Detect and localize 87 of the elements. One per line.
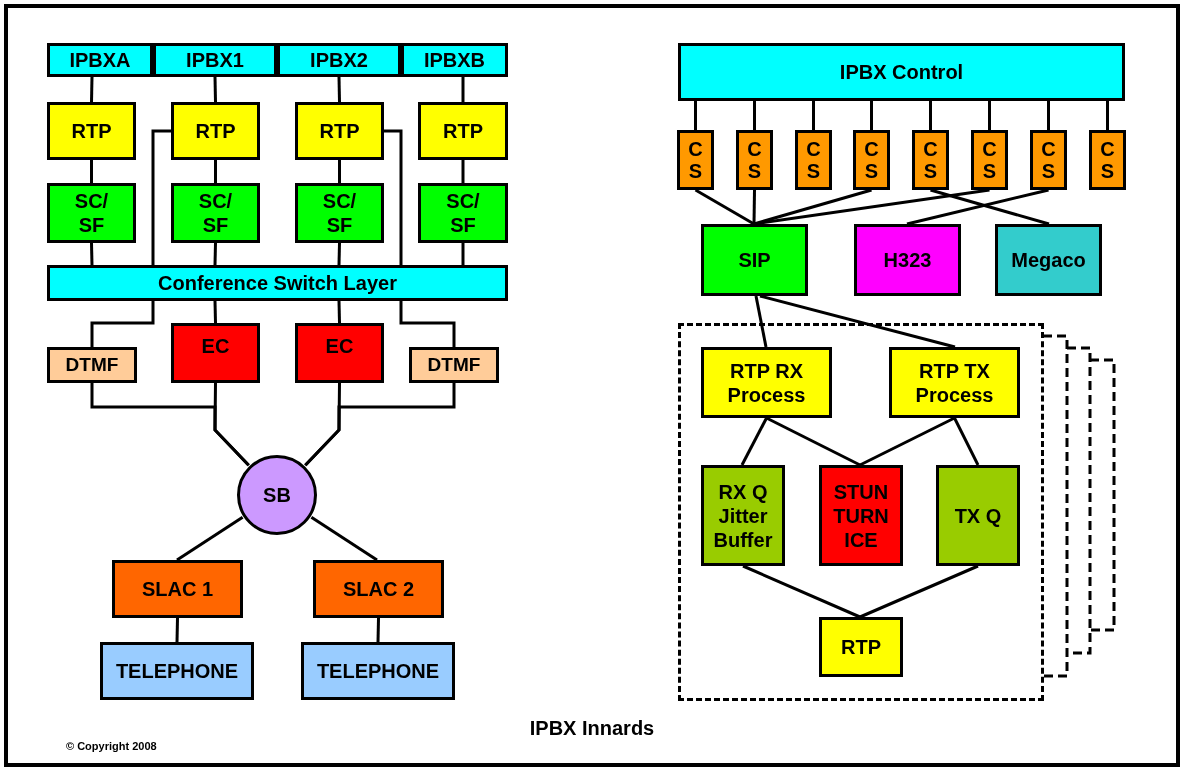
connector-line — [812, 101, 815, 130]
connector-line — [753, 101, 756, 130]
telephone-box: TELEPHONE — [100, 642, 254, 700]
connector-line — [376, 617, 380, 643]
connector-line — [213, 300, 217, 324]
connector-line — [176, 516, 244, 562]
connector-line — [338, 160, 341, 183]
connector-line — [752, 189, 756, 225]
protocol-box: SIP — [701, 224, 808, 296]
ipbx-box: IPBXA — [47, 43, 153, 77]
ipbx-box: IPBX1 — [153, 43, 277, 77]
connector-line — [151, 129, 171, 265]
process-box: EC — [171, 323, 260, 383]
cs-box: C S — [912, 130, 949, 190]
protocol-box: H323 — [854, 224, 961, 296]
ipbx-box: IPBX2 — [277, 43, 401, 77]
rtp-box: RTP — [295, 102, 384, 160]
connector-line — [214, 160, 217, 183]
control-bar: IPBX Control — [678, 43, 1125, 101]
protocol-box: Megaco — [995, 224, 1102, 296]
connector-line — [461, 77, 465, 102]
connector-line — [90, 242, 94, 266]
connector-line — [213, 242, 217, 266]
rtp-box: RTP — [171, 102, 260, 160]
connector-line — [90, 76, 94, 103]
process-box: SC/ SF — [295, 183, 384, 243]
cs-box: C S — [736, 130, 773, 190]
dashed-container — [678, 323, 1044, 701]
ipbx-box: IPBXB — [401, 43, 508, 77]
connector-line — [694, 188, 755, 226]
connector-line — [310, 516, 378, 562]
rtp-box: RTP — [819, 617, 903, 677]
connector-line — [461, 243, 465, 265]
process-box: SC/ SF — [171, 183, 260, 243]
process-box: SC/ SF — [418, 183, 508, 243]
process-box: DTMF — [47, 347, 137, 383]
connector-line — [870, 101, 873, 130]
connector-line — [337, 242, 341, 266]
copyright-note: © Copyright 2008 — [66, 740, 157, 752]
connector-line — [740, 417, 768, 466]
connector-line — [754, 295, 768, 348]
connector-line — [759, 294, 956, 349]
queue-box: RX Q Jitter Buffer — [701, 465, 785, 566]
process-box: RTP TX Process — [889, 347, 1020, 418]
connector-line — [1106, 101, 1109, 130]
connector-line — [930, 188, 1050, 226]
connector-line — [765, 416, 861, 467]
connector-line — [90, 160, 93, 183]
cs-box: C S — [853, 130, 890, 190]
process-box: DTMF — [409, 347, 499, 383]
connector-line — [337, 76, 341, 103]
rtp-box: RTP — [418, 102, 508, 160]
diagram-title: IPBX Innards — [528, 717, 656, 740]
connector-line — [859, 416, 956, 467]
connector-line — [90, 301, 155, 347]
layer-bar: Conference Switch Layer — [47, 265, 508, 301]
connector-line — [461, 160, 465, 183]
cs-box: C S — [677, 130, 714, 190]
process-circle: SB — [237, 455, 317, 535]
process-box: SC/ SF — [47, 183, 136, 243]
connector-line — [953, 417, 980, 466]
connector-line — [213, 76, 217, 103]
connector-line — [175, 617, 179, 643]
connector-line — [384, 129, 403, 265]
connector-line — [929, 101, 932, 130]
connector-line — [337, 300, 341, 324]
connector-line — [742, 564, 861, 619]
connector-line — [694, 101, 697, 130]
process-box: RTP RX Process — [701, 347, 832, 418]
cs-box: C S — [795, 130, 832, 190]
connector-line — [213, 383, 250, 467]
connector-line — [988, 101, 991, 130]
cs-box: C S — [1089, 130, 1126, 190]
connector-line — [906, 188, 1049, 226]
connector-line — [1047, 101, 1050, 130]
process-box: SLAC 1 — [112, 560, 243, 618]
rtp-box: RTP — [47, 102, 136, 160]
connector-line — [304, 383, 456, 467]
telephone-box: TELEPHONE — [301, 642, 455, 700]
process-box: EC — [295, 323, 384, 383]
connector-line — [859, 564, 979, 619]
connector-line — [399, 301, 456, 347]
process-box: STUN TURN ICE — [819, 465, 903, 566]
cs-box: C S — [971, 130, 1008, 190]
process-box: SLAC 2 — [313, 560, 444, 618]
cs-box: C S — [1030, 130, 1067, 190]
queue-box: TX Q — [936, 465, 1020, 566]
